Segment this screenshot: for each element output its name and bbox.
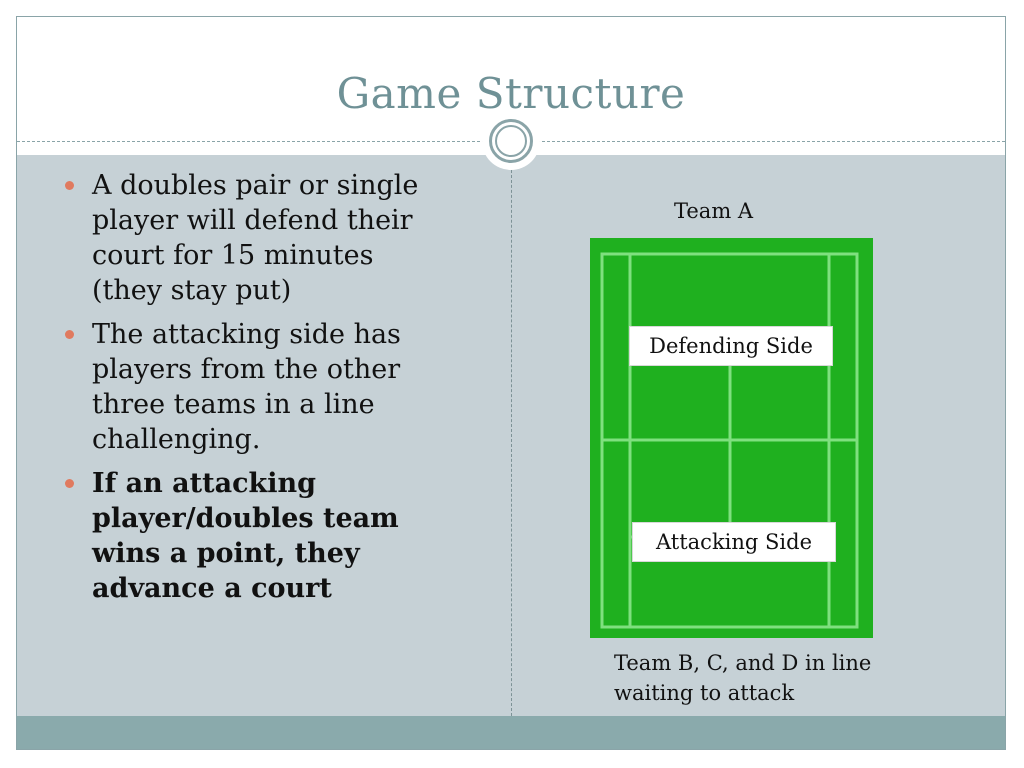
ornament-ring-inner xyxy=(495,125,527,157)
bullet-dot-icon xyxy=(65,181,74,190)
bullet-dot-icon xyxy=(65,330,74,339)
bullet-list: A doubles pair or single player will def… xyxy=(60,168,450,615)
slide-title: Game Structure xyxy=(336,69,686,118)
slide-frame xyxy=(16,16,1006,750)
bullet-item: A doubles pair or single player will def… xyxy=(60,168,450,308)
attacking-side-label: Attacking Side xyxy=(632,522,836,562)
bullet-text: The attacking side has players from the … xyxy=(92,319,401,455)
bullet-item-bold: If an attacking player/doubles team wins… xyxy=(60,466,450,606)
bullet-text: If an attacking player/doubles team wins… xyxy=(92,468,399,604)
team-a-label: Team A xyxy=(674,199,754,223)
defending-side-label: Defending Side xyxy=(629,326,833,366)
tennis-court-diagram xyxy=(590,238,873,638)
column-divider xyxy=(511,165,512,716)
team-bcd-label: Team B, C, and D in line waiting to atta… xyxy=(614,651,872,705)
court-lines xyxy=(600,252,859,629)
footer-bar xyxy=(17,716,1005,749)
bullet-text: A doubles pair or single player will def… xyxy=(92,170,419,306)
bullet-item: The attacking side has players from the … xyxy=(60,317,450,457)
bullet-dot-icon xyxy=(65,479,74,488)
